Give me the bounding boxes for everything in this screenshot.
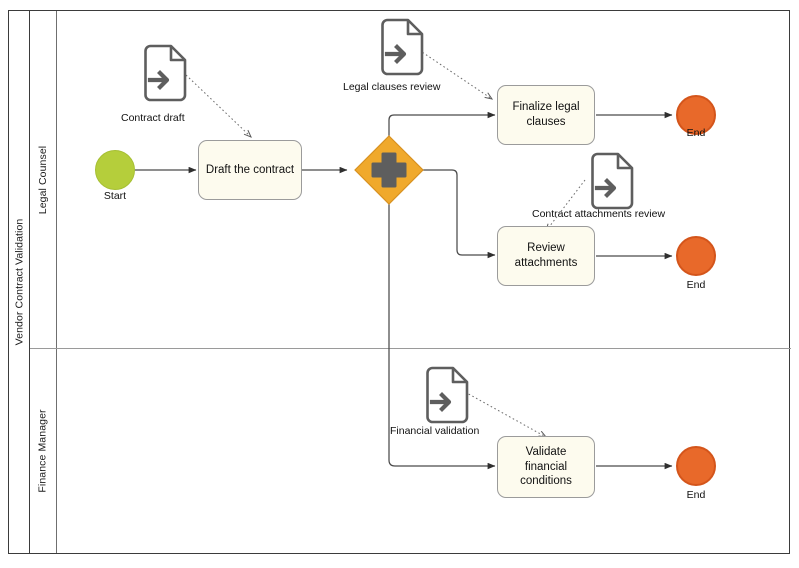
lane-label-finance-manager: Finance Manager [37,409,49,493]
event-end-attachments[interactable] [676,236,716,276]
lane-header-legal-counsel: Legal Counsel [30,11,57,348]
pool-header: Vendor Contract Validation [9,11,30,553]
event-end-financial[interactable] [676,446,716,486]
data-object-contract-attachments-review[interactable] [589,152,635,210]
event-start[interactable] [95,150,135,190]
data-object-legal-clauses-review-label: Legal clauses review [343,81,441,93]
event-end-financial-label: End [686,489,706,501]
event-end-legal-clauses-label: End [686,127,706,139]
pool-title: Vendor Contract Validation [13,218,26,346]
data-object-contract-draft[interactable] [142,44,188,102]
data-object-financial-validation-label: Financial validation [390,425,480,437]
data-object-contract-draft-label: Contract draft [121,112,185,124]
lane-finance-manager[interactable]: Finance Manager [30,349,791,553]
event-end-legal-clauses[interactable] [676,95,716,135]
data-object-legal-clauses-review[interactable] [379,18,425,76]
lane-header-finance-manager: Finance Manager [30,349,57,553]
task-review-attachments[interactable]: Review attachments [497,226,595,286]
task-draft-the-contract[interactable]: Draft the contract [198,140,302,200]
data-object-contract-attachments-review-label: Contract attachments review [532,208,666,220]
data-object-financial-validation[interactable] [424,366,470,424]
event-end-attachments-label: End [686,279,706,291]
task-validate-financial-conditions[interactable]: Validate financial conditions [497,436,595,498]
gateway-parallel[interactable] [353,134,425,206]
task-finalize-legal-clauses[interactable]: Finalize legal clauses [497,85,595,145]
event-start-label: Start [103,190,127,202]
lane-label-legal-counsel: Legal Counsel [37,145,49,214]
